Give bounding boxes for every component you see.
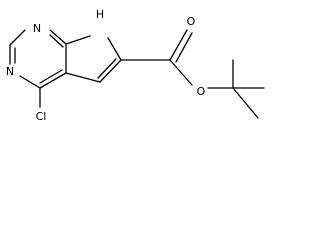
atom-nh-label: H bbox=[96, 8, 104, 21]
bond-c6-c5 bbox=[99, 59, 122, 83]
bond-c5-c4a bbox=[65, 72, 101, 83]
atom-o-ester-label: O bbox=[197, 85, 206, 98]
bond-c4a-c4 bbox=[39, 72, 67, 89]
bond-c7a-n7 bbox=[65, 35, 91, 45]
atom-n3-label: N bbox=[6, 65, 14, 78]
bond-carboxyl-o-ester bbox=[169, 59, 193, 86]
bond-carboxyl-o-carbonyl-double bbox=[175, 32, 193, 63]
bond-c4a-c4-double bbox=[39, 69, 63, 84]
bond-n1-c7a bbox=[49, 29, 67, 45]
bond-n1-c7a-double bbox=[49, 34, 64, 48]
bond-c6-c5-double bbox=[97, 58, 117, 79]
bond-n7-c6 bbox=[107, 37, 122, 61]
bond-c-tert-methyl-down bbox=[232, 87, 259, 119]
molecule-structure: N N H Cl O O bbox=[6, 8, 265, 123]
bond-c4-n3 bbox=[19, 75, 41, 89]
atom-n1-label: N bbox=[33, 22, 41, 35]
atom-cl-label: Cl bbox=[36, 110, 47, 123]
bond-c2-n1 bbox=[9, 29, 26, 46]
bond-carboxyl-o-carbonyl bbox=[169, 29, 188, 61]
atom-o-carbonyl-label: O bbox=[187, 15, 196, 28]
